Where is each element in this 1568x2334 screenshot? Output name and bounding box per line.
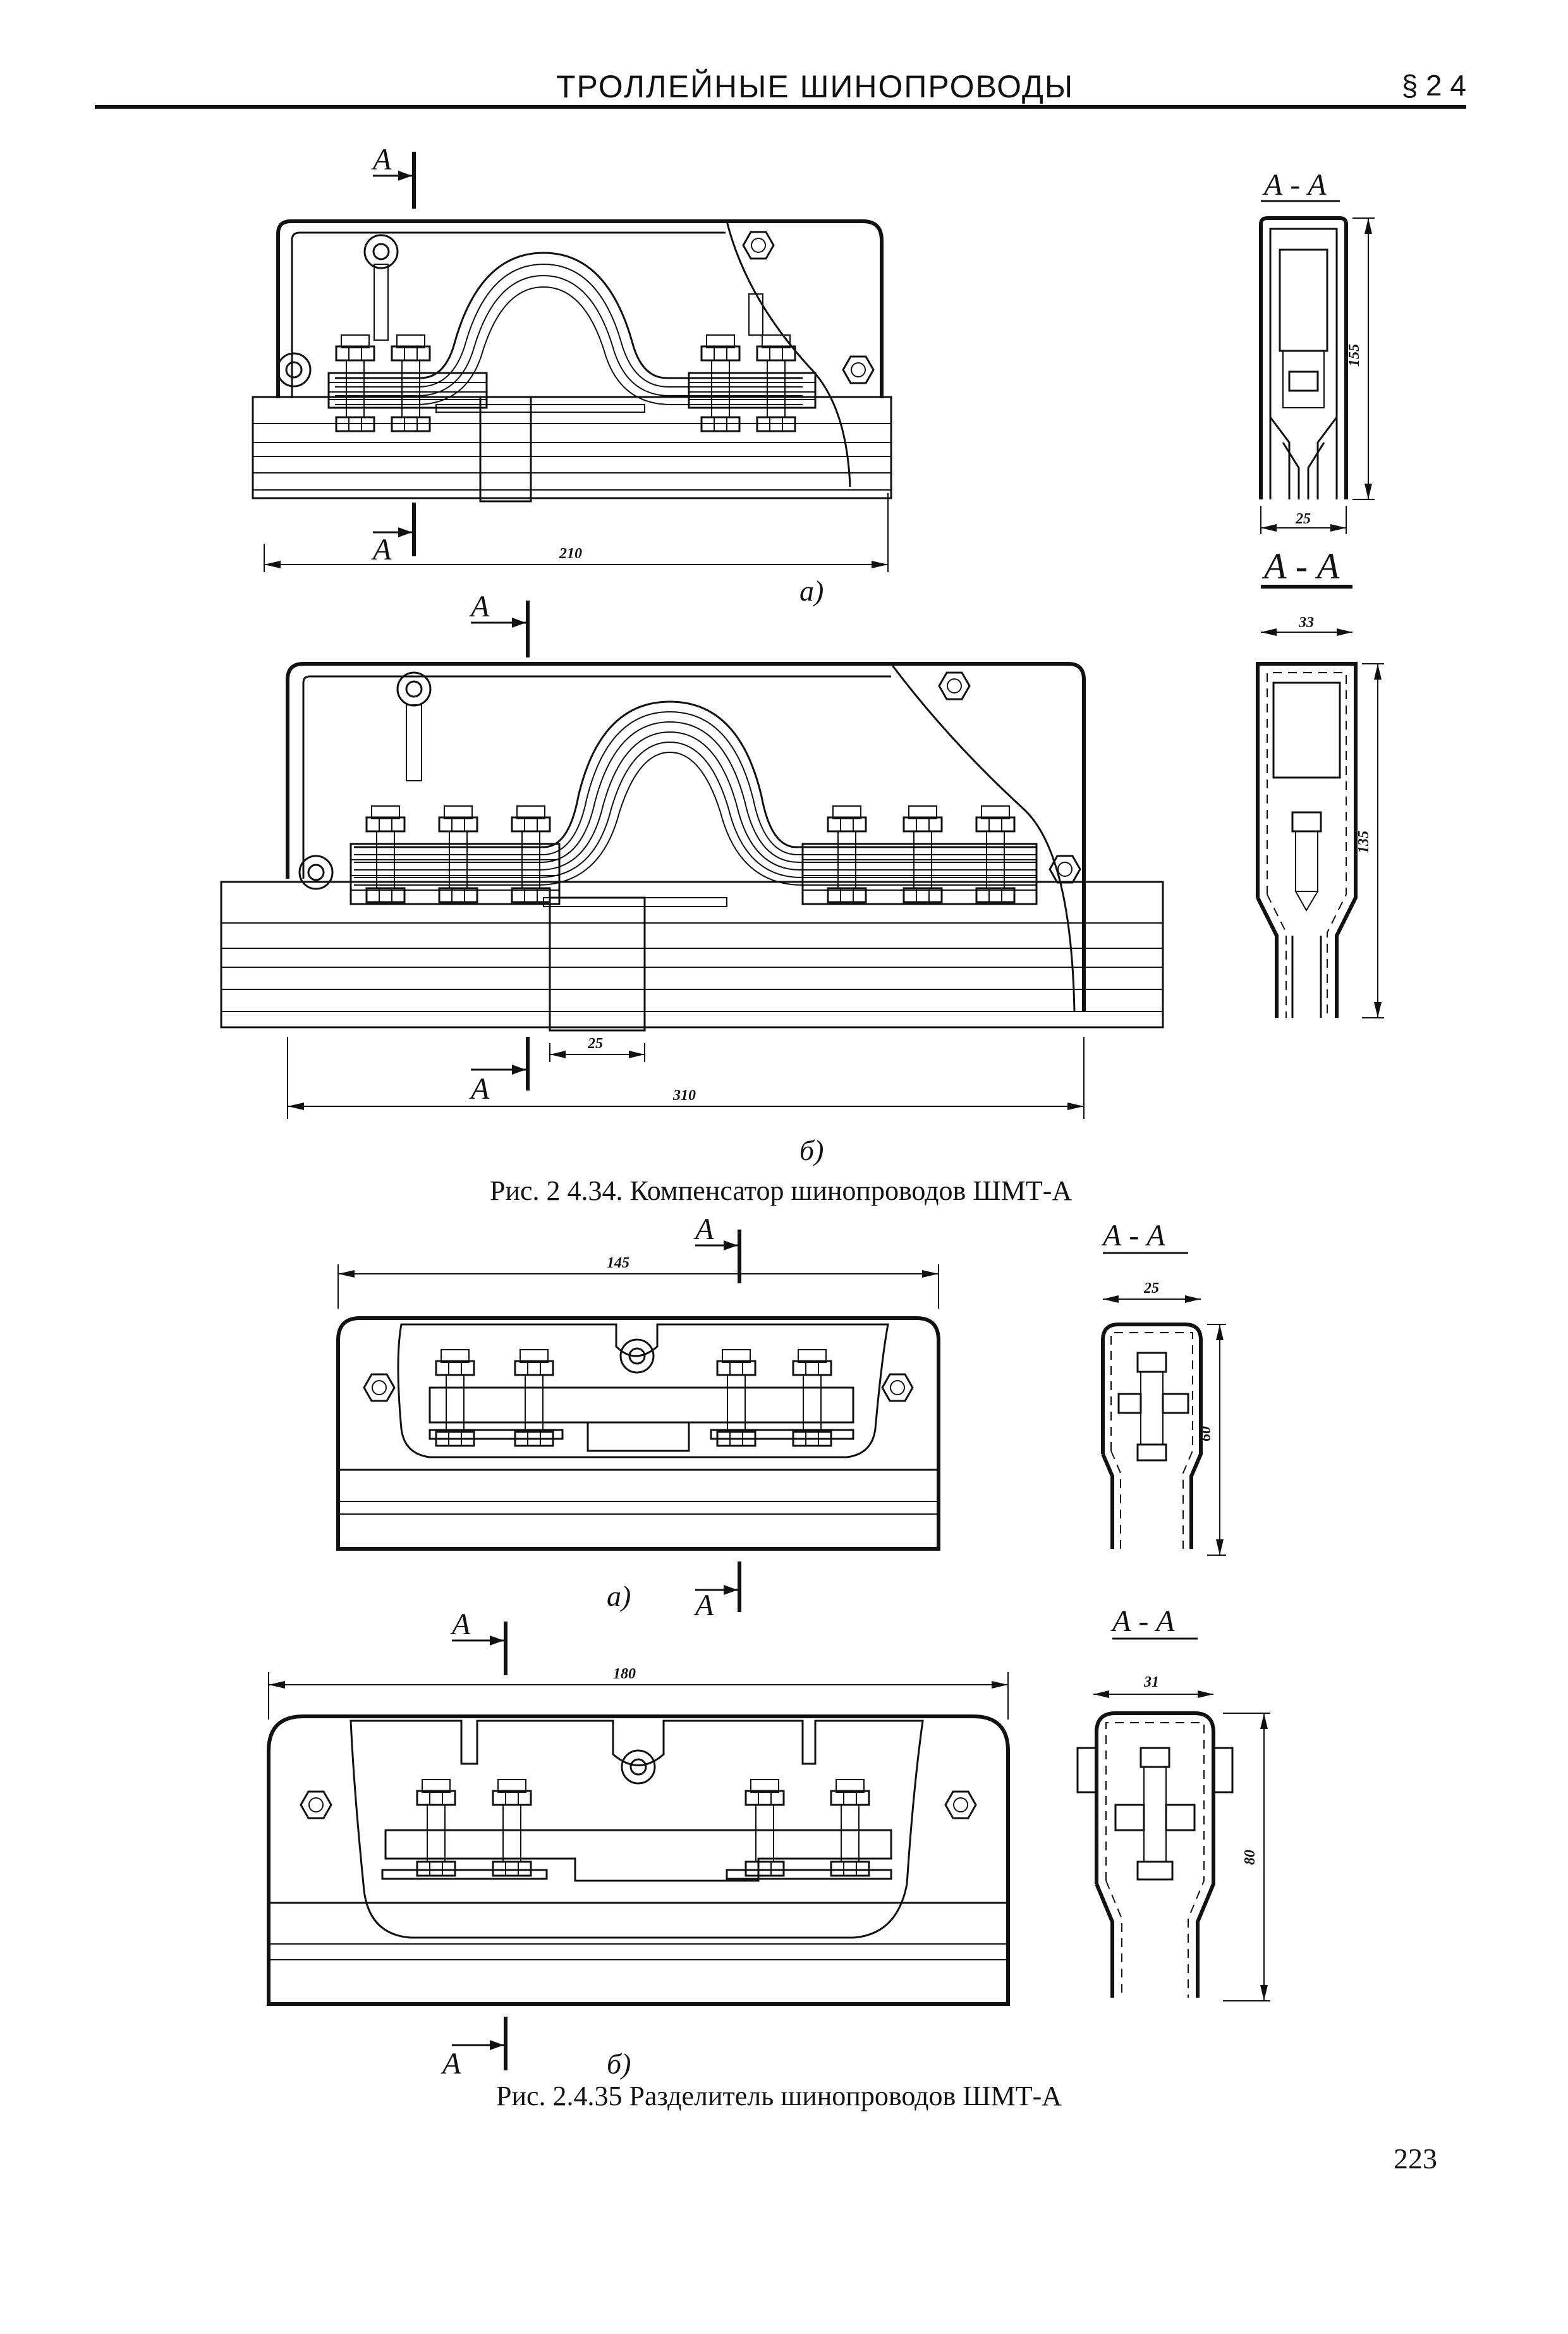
fig1-a-dim-length: 210 [559, 546, 582, 562]
fig2-a-front-view: 145 А А а) [336, 1213, 940, 1622]
fig1-a-section-height: 155 [1346, 344, 1363, 367]
fig2-a-cut-bottom: А [693, 1589, 714, 1622]
header-section: § 2 4 [1401, 69, 1466, 102]
fig1-b-cut-bottom: А [469, 1072, 490, 1106]
fig1-a-sublabel: а) [799, 575, 824, 607]
header-title: ТРОЛЛЕЙНЫЕ ШИНОПРОВОДЫ [556, 69, 1074, 104]
fig2-b-section-height: 80 [1242, 1850, 1258, 1865]
fig2-b-cut-top: А [450, 1608, 471, 1641]
fig2-a-cut-top: А [693, 1213, 714, 1246]
fig2-a-section-view: А - А 25 60 [1101, 1219, 1226, 1556]
fig1-b-dim-gap: 25 [587, 1036, 603, 1052]
fig1-caption: Рис. 2 4.34. Компенсатор шинопроводов ШМ… [490, 1175, 1073, 1206]
fig2-b-section-view: А - А 31 80 [1076, 1604, 1270, 2001]
fig1-b-section-label: А - А [1261, 546, 1340, 587]
header-rule [95, 105, 1466, 109]
fig2-a-section-width: 25 [1143, 1280, 1159, 1297]
fig1-a-section-label: А - А [1262, 168, 1327, 202]
fig1-a-section-view: А - А 155 25 [1259, 168, 1375, 534]
fig2-b-section-width: 31 [1143, 1674, 1159, 1690]
fig1-b-section-width: 33 [1298, 614, 1314, 631]
fig1-b-section-view: А - А 33 135 [1256, 546, 1384, 1018]
fig1-b-cut-top: А [469, 590, 490, 623]
fig2-b-section-label: А - А [1110, 1604, 1175, 1638]
fig2-b-sublabel: б) [607, 2048, 631, 2080]
page-number: 223 [1394, 2142, 1437, 2175]
fig2-b-cut-bottom: А [441, 2047, 461, 2080]
fig2-b-front-view: 180 А А б) [267, 1608, 1010, 2080]
fig1-b-sublabel: б) [799, 1134, 824, 1166]
fig2-a-section-height: 60 [1198, 1426, 1214, 1441]
fig2-caption: Рис. 2.4.35 Разделитель шинопроводов ШМТ… [496, 2080, 1062, 2111]
fig1-b-front-view: 25 310 А А б) [220, 590, 1164, 1166]
fig2-a-section-label: А - А [1101, 1219, 1165, 1252]
fig1-a-front-view: 210 А А а) [252, 143, 892, 607]
fig2-b-dim-length: 180 [613, 1666, 636, 1682]
fig1-a-cut-top: А [371, 143, 392, 176]
fig2-a-sublabel: а) [607, 1580, 631, 1612]
fig2-a-dim-length: 145 [607, 1255, 629, 1271]
fig1-b-dim-length: 310 [672, 1087, 696, 1104]
fig1-b-section-height: 135 [1356, 831, 1372, 853]
fig1-a-cut-bottom: А [371, 533, 392, 566]
running-header: ТРОЛЛЕЙНЫЕ ШИНОПРОВОДЫ § 2 4 [95, 63, 1466, 114]
fig1-a-section-width: 25 [1295, 511, 1311, 527]
